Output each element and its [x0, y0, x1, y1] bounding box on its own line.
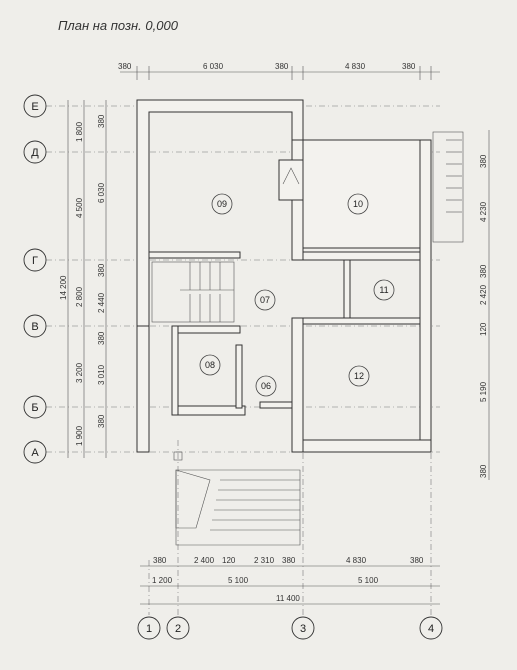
room-circle-09	[211, 193, 233, 215]
dim-right-7: 380	[479, 464, 488, 478]
dim-bottom-total: 11 400	[276, 594, 300, 603]
axis-3: 3	[300, 623, 306, 635]
axis-circle-B	[23, 395, 47, 419]
room-circle-11	[373, 279, 395, 301]
dim-right-3: 380	[479, 264, 488, 278]
axis-circle-2	[166, 616, 190, 640]
dim-left-axis-2: 4 500	[75, 197, 84, 218]
axis-circle-E	[23, 94, 47, 118]
dim-right-1: 380	[479, 154, 488, 168]
axis-circle-A	[23, 440, 47, 464]
room-11: 11	[379, 285, 388, 295]
axis-B: Б	[31, 402, 38, 414]
dim-right-6: 5 190	[479, 381, 488, 402]
room-12: 12	[354, 371, 364, 381]
dim-bottom-6: 4 830	[346, 556, 367, 565]
room-labels: 09 10 07 11 08 06 12	[199, 193, 395, 397]
axis-circle-4	[419, 616, 443, 640]
dim-bottom-5: 380	[282, 556, 296, 565]
dim-left-inner-5: 380	[97, 331, 106, 345]
left-dimension-lines: 14 200 1 800 4 500 2 800 3 200 1 900 380…	[59, 100, 107, 458]
room-circle-12	[348, 365, 370, 387]
bottom-dimension-lines: 380 2 400 120 2 310 380 4 830 380 1 200 …	[140, 556, 440, 605]
dim-bottom-4: 2 310	[254, 556, 275, 565]
exterior-stair-right	[432, 131, 464, 243]
walls	[136, 99, 432, 453]
dim-top-2: 6 030	[203, 62, 224, 71]
axis-E: Е	[31, 101, 38, 113]
room-06: 06	[261, 381, 271, 391]
dim-left-axis-3: 2 800	[75, 286, 84, 307]
dim-left-inner-2: 6 030	[97, 182, 106, 203]
axis-V: В	[31, 321, 38, 333]
axis-circle-1	[137, 616, 161, 640]
dim-bottom-row2-1: 1 200	[152, 576, 173, 585]
interior-stair	[151, 261, 235, 323]
plan-title: План на позн. 0,000	[58, 18, 178, 33]
room-circle-08	[199, 354, 221, 376]
room-07: 07	[260, 295, 270, 305]
dim-bottom-7: 380	[410, 556, 424, 565]
dim-top-1: 380	[118, 62, 132, 71]
axis-G: Г	[32, 255, 38, 267]
dim-bottom-1: 380	[153, 556, 167, 565]
fireplace-icon	[278, 159, 304, 201]
right-dimension-line: 380 4 230 380 2 420 120 5 190 380	[479, 130, 490, 480]
axis-2: 2	[175, 623, 181, 635]
axis-bubbles-numbers: 1 2 3 4	[137, 616, 443, 640]
dim-right-2: 4 230	[479, 201, 488, 222]
dim-bottom-row2-2: 5 100	[228, 576, 249, 585]
room-circle-06	[255, 375, 277, 397]
dim-left-axis-1: 1 800	[75, 121, 84, 142]
dim-left-inner-7: 380	[97, 414, 106, 428]
axis-bubbles-letters: Е Д Г В Б А	[23, 94, 47, 464]
axis-circle-D	[23, 140, 47, 164]
room-10: 10	[353, 199, 363, 209]
room-09: 09	[217, 199, 227, 209]
entrance-porch	[173, 451, 301, 546]
dim-bottom-row2-3: 5 100	[358, 576, 379, 585]
axis-D: Д	[31, 147, 39, 159]
room-circle-07	[254, 289, 276, 311]
dim-left-inner-4: 2 440	[97, 292, 106, 313]
top-dimension-line: 380 6 030 380 4 830 380	[118, 62, 440, 80]
room-08: 08	[205, 360, 215, 370]
axis-4: 4	[428, 623, 434, 635]
dim-top-5: 380	[402, 62, 416, 71]
room-circle-10	[347, 193, 369, 215]
dim-left-inner-1: 380	[97, 114, 106, 128]
axis-circle-3	[291, 616, 315, 640]
dim-bottom-2: 2 400	[194, 556, 215, 565]
dim-top-3: 380	[275, 62, 289, 71]
dim-top-4: 4 830	[345, 62, 366, 71]
dim-right-5: 120	[479, 322, 488, 336]
dim-left-inner-3: 380	[97, 263, 106, 277]
dim-bottom-3: 120	[222, 556, 236, 565]
dim-right-4: 2 420	[479, 284, 488, 305]
axis-A: А	[31, 447, 39, 459]
dim-left-axis-4: 3 200	[75, 362, 84, 383]
axis-1: 1	[146, 623, 152, 635]
axis-circle-V	[23, 314, 47, 338]
axis-circle-G	[23, 248, 47, 272]
dim-left-axis-5: 1 900	[75, 425, 84, 446]
dim-left-total: 14 200	[59, 275, 68, 300]
dim-left-inner-6: 3 010	[97, 364, 106, 385]
